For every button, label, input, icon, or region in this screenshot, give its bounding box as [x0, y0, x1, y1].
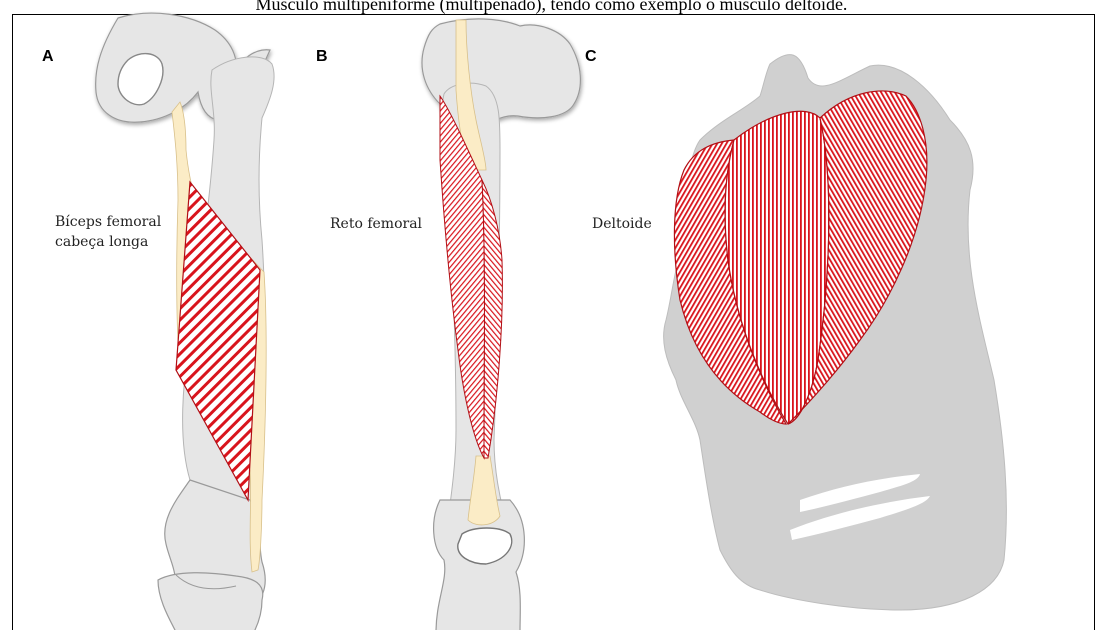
panel-b-illustration: [422, 19, 580, 630]
panel-c-illustration: [664, 55, 1007, 610]
label-reto-femoral: Reto femoral: [330, 214, 422, 234]
panel-letter-a: A: [42, 48, 54, 66]
panel-a-illustration: [96, 13, 274, 630]
panel-letter-b: B: [316, 48, 328, 66]
label-biceps-line-1: Bíceps femoral: [55, 212, 161, 232]
label-biceps-femoral: Bíceps femoral cabeça longa: [55, 212, 161, 252]
panel-letter-c: C: [585, 48, 597, 66]
label-biceps-line-2: cabeça longa: [55, 232, 161, 252]
tibia-head: [158, 573, 263, 630]
label-deltoide: Deltoide: [592, 214, 652, 234]
